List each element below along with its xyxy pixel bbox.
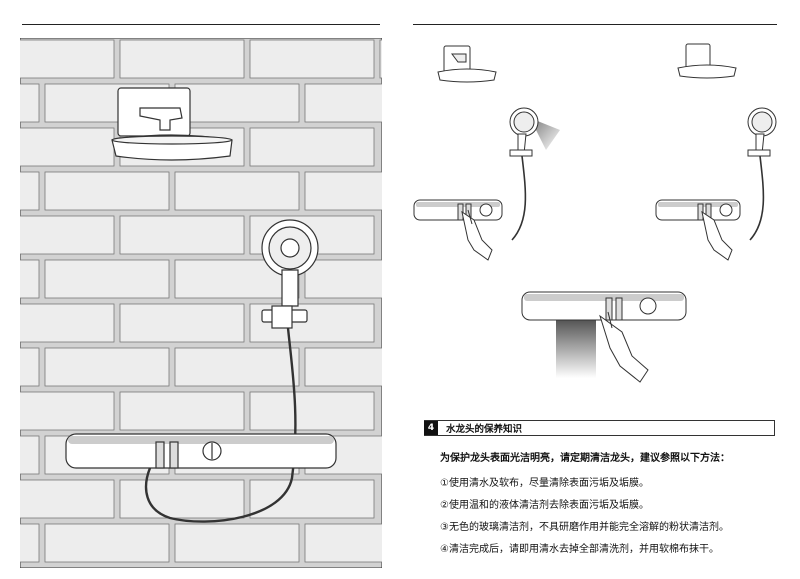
section-title: 水龙头的保养知识 [446,424,523,435]
section-number: 4 [424,421,438,435]
overhead-shower-off-illustration [437,45,497,83]
hand-shower-switch-illustration [655,107,777,261]
top-rule-left [22,24,380,25]
maintenance-step-4: ④清洁完成后，请即用清水去掉全部清洗剂，并用软棉布抹干。 [440,544,719,555]
maintenance-step-2: ②使用温和的液体清洁剂去除表面污垢及垢膜。 [440,500,649,511]
maintenance-step-1: ①使用清水及软布，尽量清除表面污垢及垢膜。 [440,478,649,489]
overhead-shower-on-illustration [677,43,737,158]
spout-mode-illustration [521,291,687,383]
top-rule-right [413,24,777,25]
maintenance-step-3: ③无色的玻璃清洁剂，不具研磨作用并能完全溶解的粉状清洁剂。 [440,522,729,533]
wall-installation-illustration [20,38,382,568]
overhead-shower [111,87,233,161]
thermostatic-bar [65,433,337,469]
section-heading: 4 水龙头的保养知识 [424,420,775,436]
maintenance-intro: 为保护龙头表面光洁明亮，请定期清洁龙头，建议参照以下方法： [440,453,730,464]
hand-shower [144,219,319,523]
hand-shower-mode-illustration [413,107,560,261]
